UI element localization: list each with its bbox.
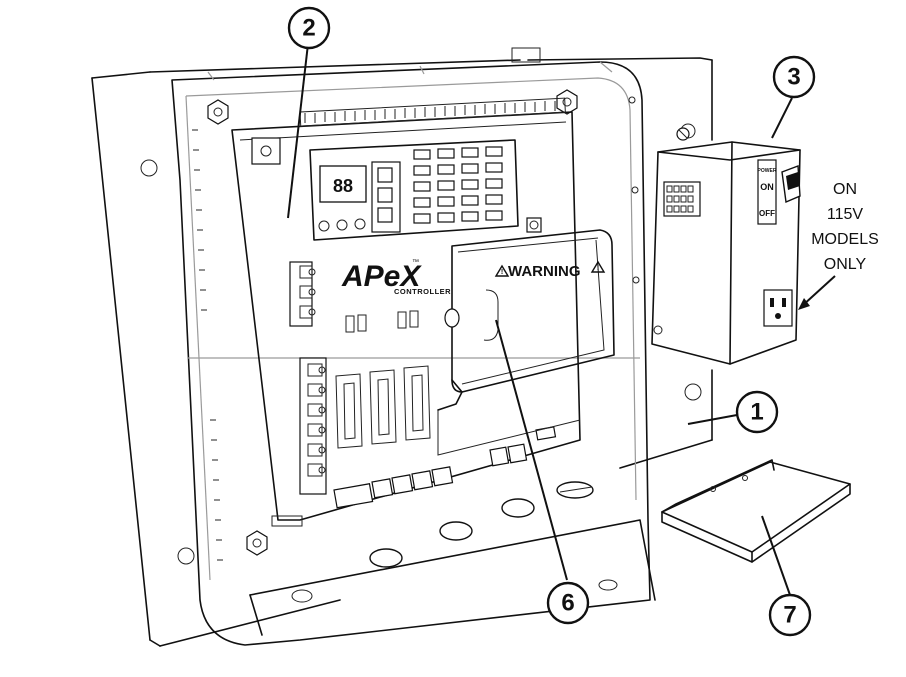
svg-text:!: ! [597,265,599,272]
control-panel [309,139,519,241]
callout-6: 6 [546,581,590,625]
knockout [439,521,473,541]
apex-subtitle: CONTROLLER [394,287,451,296]
plate-hole [140,159,158,177]
callout-1-label: 1 [750,399,763,426]
led-display-digits: 88 [333,176,353,196]
callout-7: 7 [768,593,812,637]
power-switch-plate [757,159,777,225]
callout-2: 2 [287,6,331,50]
power-switch-on-label: ON [760,182,774,192]
controller-board: 88 APeX ™ CONTROLLER [231,97,581,527]
terminal-block-left-upper [289,261,316,327]
model-note-line-4: ONLY [824,256,867,273]
power-switch-label: POWER [758,168,777,174]
standoff-nut [207,99,229,125]
knockout [501,498,535,518]
terminal-block-left-lower [299,357,327,495]
warning-label: WARNING [508,263,581,280]
power-terminal-grid [663,181,701,217]
callout-2-label: 2 [302,15,315,42]
mounting-plate [91,57,713,647]
callout-leaders [287,43,793,596]
model-note: ON 115V MODELS ONLY [798,181,879,310]
svg-text:!: ! [501,269,503,276]
terminal-strip-bottom [333,426,557,509]
board-mount [251,137,281,165]
dip-switch-grid [413,146,503,224]
model-note-line-2: 115V [827,206,864,223]
plate-hole [684,383,702,401]
standoff-nut [556,89,578,115]
callout-1: 1 [735,390,779,434]
apex-logo-text: APeX [341,260,422,293]
power-outlet [763,289,793,327]
callout-3-label: 3 [787,64,800,91]
warning-cover: ! WARNING ! [437,229,615,411]
relay-pair [345,310,419,333]
enclosure [171,47,656,646]
standoff-nut [246,530,268,556]
model-note-line-3: MODELS [811,231,879,248]
led-display [319,165,367,203]
enclosure-tab [511,47,541,63]
drip-tray [661,459,851,563]
callout-7-label: 7 [783,602,796,629]
relay-sockets [335,365,431,449]
knockout [369,548,403,568]
model-note-line-1: ON [833,181,857,198]
plate-hole [177,547,195,565]
cover-latch [444,308,460,328]
callout-3: 3 [772,55,816,99]
callout-6-label: 6 [561,590,574,617]
apex-trademark: ™ [412,259,419,266]
power-switch-off-label: OFF [759,209,775,218]
power-box: POWER ON OFF [651,127,801,365]
